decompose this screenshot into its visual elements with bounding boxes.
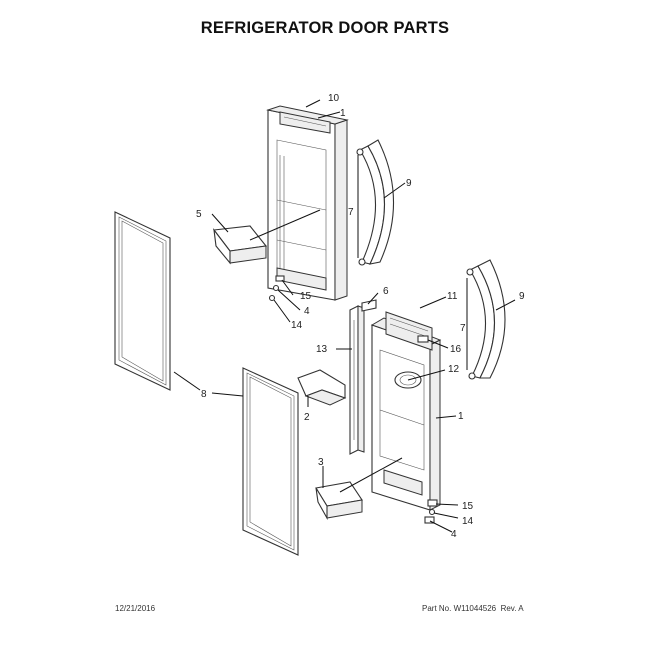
- callout-6: 6: [383, 286, 389, 297]
- callout-4-top: 4: [304, 306, 310, 317]
- callout-7-top: 7: [348, 207, 354, 218]
- callout-10: 10: [328, 93, 340, 104]
- callout-8: 8: [201, 389, 207, 400]
- callout-4-bottom: 4: [451, 529, 457, 540]
- door-bin-upper: [212, 225, 268, 265]
- door-gasket-upper: [114, 211, 171, 391]
- callout-15-top: 15: [300, 291, 312, 302]
- callout-5: 5: [196, 209, 202, 220]
- callout-1-right: 1: [458, 411, 464, 422]
- callout-2: 2: [304, 412, 310, 423]
- callout-15-bottom: 15: [462, 501, 474, 512]
- door-gasket-lower: [242, 367, 299, 556]
- callout-9-right: 9: [519, 291, 525, 302]
- hinge-parts-lower: [424, 499, 438, 524]
- door-bin-lower: [315, 481, 363, 521]
- callout-3: 3: [318, 457, 324, 468]
- hinge-parts-upper: [268, 275, 285, 302]
- left-door-panel: [266, 105, 349, 301]
- callout-7-right: 7: [460, 323, 466, 334]
- callout-12: 12: [448, 364, 460, 375]
- callout-9-top: 9: [406, 178, 412, 189]
- callout-14-bottom: 14: [462, 516, 474, 527]
- callout-11: 11: [447, 291, 458, 302]
- door-handle-lower: [466, 259, 506, 380]
- revision-label: Rev. A: [500, 604, 524, 613]
- right-door-panel: [370, 311, 442, 511]
- page-title: REFRIGERATOR DOOR PARTS: [200, 19, 450, 37]
- footer-date: 12/21/2016: [115, 604, 156, 613]
- door-handle-upper: [356, 139, 395, 266]
- footer-part-number: Part No. W11044526 Rev. A: [422, 604, 524, 613]
- part-number-label: Part No. W11044526: [422, 604, 497, 613]
- callout-14-top: 14: [291, 320, 303, 331]
- leader-lines: [173, 99, 516, 533]
- callout-16: 16: [450, 344, 462, 355]
- hinge-cap: [417, 335, 429, 343]
- door-channel: [349, 305, 365, 455]
- callout-labels: 10 1 9 7 5 15 4 14 6 11 9 7 13 16 12 8 2…: [196, 93, 525, 540]
- hinge-bracket: [361, 299, 377, 312]
- callout-1-top: 1: [340, 108, 346, 119]
- callout-13: 13: [316, 344, 328, 355]
- dispenser-bracket: [297, 369, 347, 406]
